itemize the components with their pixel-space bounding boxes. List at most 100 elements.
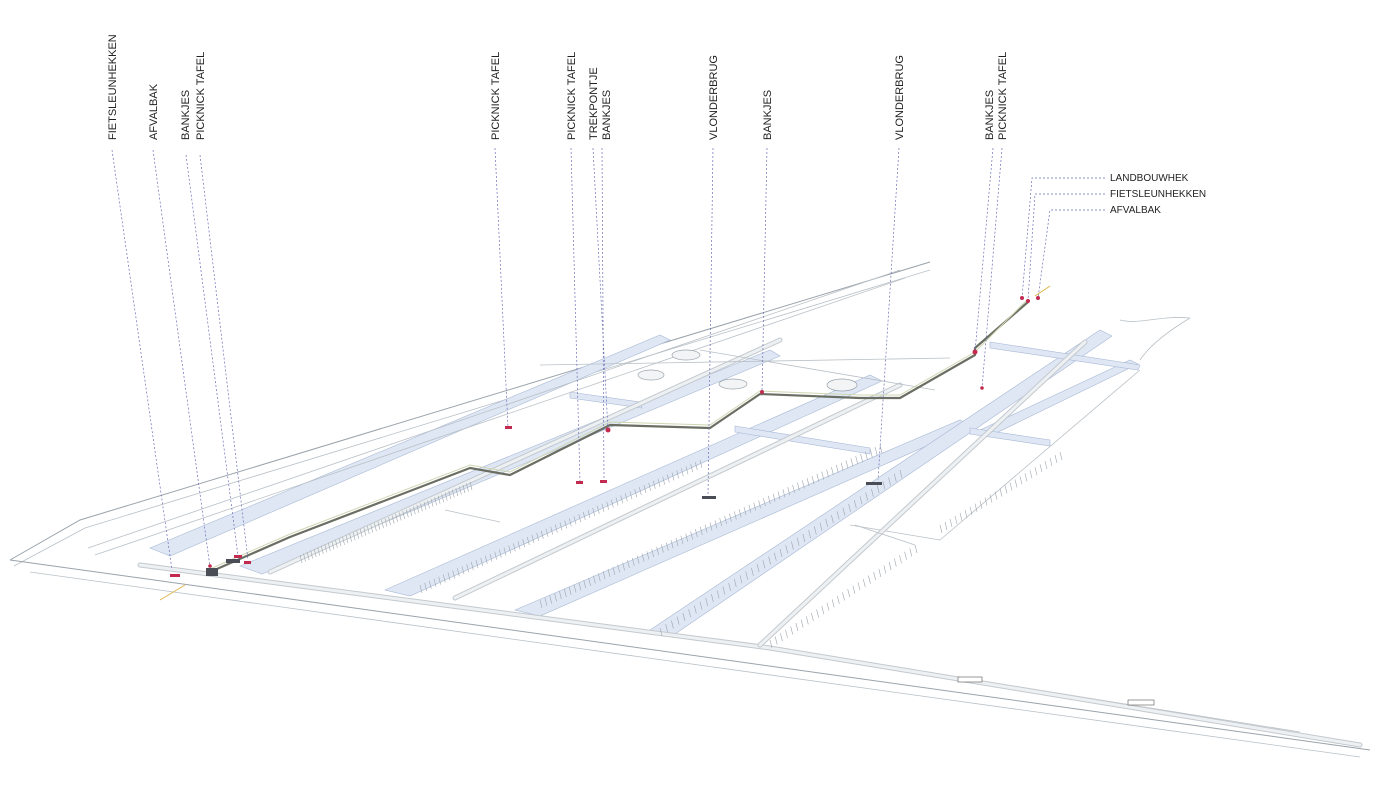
- dock-finger: [656, 546, 659, 555]
- dock-finger: [797, 482, 800, 491]
- dock-finger: [914, 544, 918, 554]
- dock-finger: [676, 616, 680, 625]
- dock-finger: [587, 509, 591, 519]
- marker-picknick-tafel-3: [576, 481, 583, 484]
- dock-finger: [1004, 485, 1008, 494]
- dock-finger: [461, 566, 465, 575]
- dock-finger: [821, 606, 825, 615]
- dock-finger: [1024, 473, 1028, 482]
- dock-finger: [871, 488, 874, 497]
- label-afvalbak: AFVALBAK: [148, 83, 160, 140]
- dock-finger: [821, 471, 824, 480]
- dock-finger: [774, 552, 777, 561]
- marker-bankjes-4: [972, 349, 978, 355]
- dock-finger: [685, 466, 689, 475]
- dock-finger: [597, 505, 600, 514]
- dock-finger: [457, 568, 460, 577]
- dock-finger: [831, 599, 835, 608]
- dock-finger: [452, 570, 455, 579]
- dock-finger: [416, 504, 420, 513]
- dock-finger: [620, 495, 623, 504]
- dock-finger: [739, 575, 743, 584]
- dock-finger: [550, 526, 553, 535]
- dock-finger: [836, 511, 840, 520]
- dock-finger: [857, 582, 861, 591]
- dock-finger: [424, 582, 427, 591]
- dock-finger: [356, 530, 359, 539]
- dock-finger: [335, 539, 338, 548]
- dock-finger: [569, 518, 572, 527]
- dock-finger: [452, 489, 455, 498]
- dock-finger: [611, 499, 614, 508]
- dock-finger: [894, 473, 897, 482]
- dock-finger: [317, 547, 320, 556]
- dock-finger: [471, 562, 474, 571]
- dock-finger: [876, 484, 880, 494]
- dock-finger: [427, 500, 430, 509]
- dock-finger: [854, 500, 857, 509]
- dock-finger: [420, 503, 423, 512]
- dock-finger: [989, 494, 993, 503]
- dock-finger: [443, 574, 446, 583]
- dock-finger: [480, 557, 483, 566]
- dock-finger: [430, 498, 434, 507]
- dock-finger: [738, 509, 742, 518]
- dock-finger: [904, 551, 907, 560]
- label-picknick-tafel-2: PICKNICK TAFEL: [490, 52, 502, 140]
- dock-finger: [954, 515, 958, 524]
- dock-finger: [413, 506, 416, 515]
- dock-finger: [860, 453, 863, 462]
- dock-finger: [699, 601, 703, 610]
- dock-finger: [466, 564, 469, 573]
- dock-finger: [831, 467, 834, 476]
- dock-finger: [944, 521, 948, 531]
- dock-finger: [762, 560, 766, 569]
- dock-finger: [541, 530, 544, 539]
- entry-arrow-east: [1034, 285, 1051, 297]
- dock-finger: [745, 571, 748, 580]
- dock-finger: [391, 515, 395, 524]
- dock-finger: [666, 542, 669, 551]
- marker-afvalbak: [208, 564, 212, 568]
- dock-finger: [734, 511, 737, 520]
- dock-finger: [831, 515, 834, 524]
- dock-finger: [1059, 451, 1063, 461]
- dock-finger: [517, 541, 521, 550]
- dock-finger: [848, 503, 851, 512]
- marker-afvalbak-2: [1036, 296, 1040, 300]
- road-bridge-2: [1127, 699, 1155, 706]
- dock-finger: [790, 626, 793, 635]
- dock-finger: [800, 619, 804, 628]
- dock-finger: [782, 489, 786, 498]
- dock-finger: [363, 527, 367, 536]
- dock-finger: [667, 474, 670, 483]
- dock-finger: [819, 522, 823, 531]
- dock-finger: [714, 520, 718, 529]
- dock-finger: [429, 580, 432, 589]
- dock-finger: [999, 488, 1003, 497]
- dock-finger: [780, 633, 783, 642]
- dock-finger: [695, 529, 698, 538]
- dock-finger: [816, 473, 820, 482]
- channel-cross-2: [734, 425, 871, 455]
- label-afvalbak-2: AFVALBAK: [1110, 205, 1161, 216]
- dock-finger: [345, 535, 349, 544]
- dock-finger: [862, 578, 866, 587]
- dock-finger: [455, 488, 459, 497]
- dock-finger: [688, 609, 691, 618]
- dock-finger: [711, 594, 714, 603]
- dock-finger: [1019, 476, 1023, 485]
- dock-finger: [583, 580, 586, 589]
- dock-finger: [675, 537, 679, 547]
- dock-finger: [811, 612, 814, 621]
- dock-finger: [671, 472, 675, 481]
- dock-finger: [681, 468, 684, 477]
- dock-finger: [719, 518, 722, 527]
- dock-finger: [825, 518, 828, 527]
- dock-finger: [634, 489, 637, 498]
- dock-finger: [847, 589, 850, 598]
- channel-1: [149, 334, 671, 557]
- dock-finger: [808, 530, 811, 539]
- dock-finger: [423, 501, 427, 510]
- dock-finger: [974, 503, 978, 512]
